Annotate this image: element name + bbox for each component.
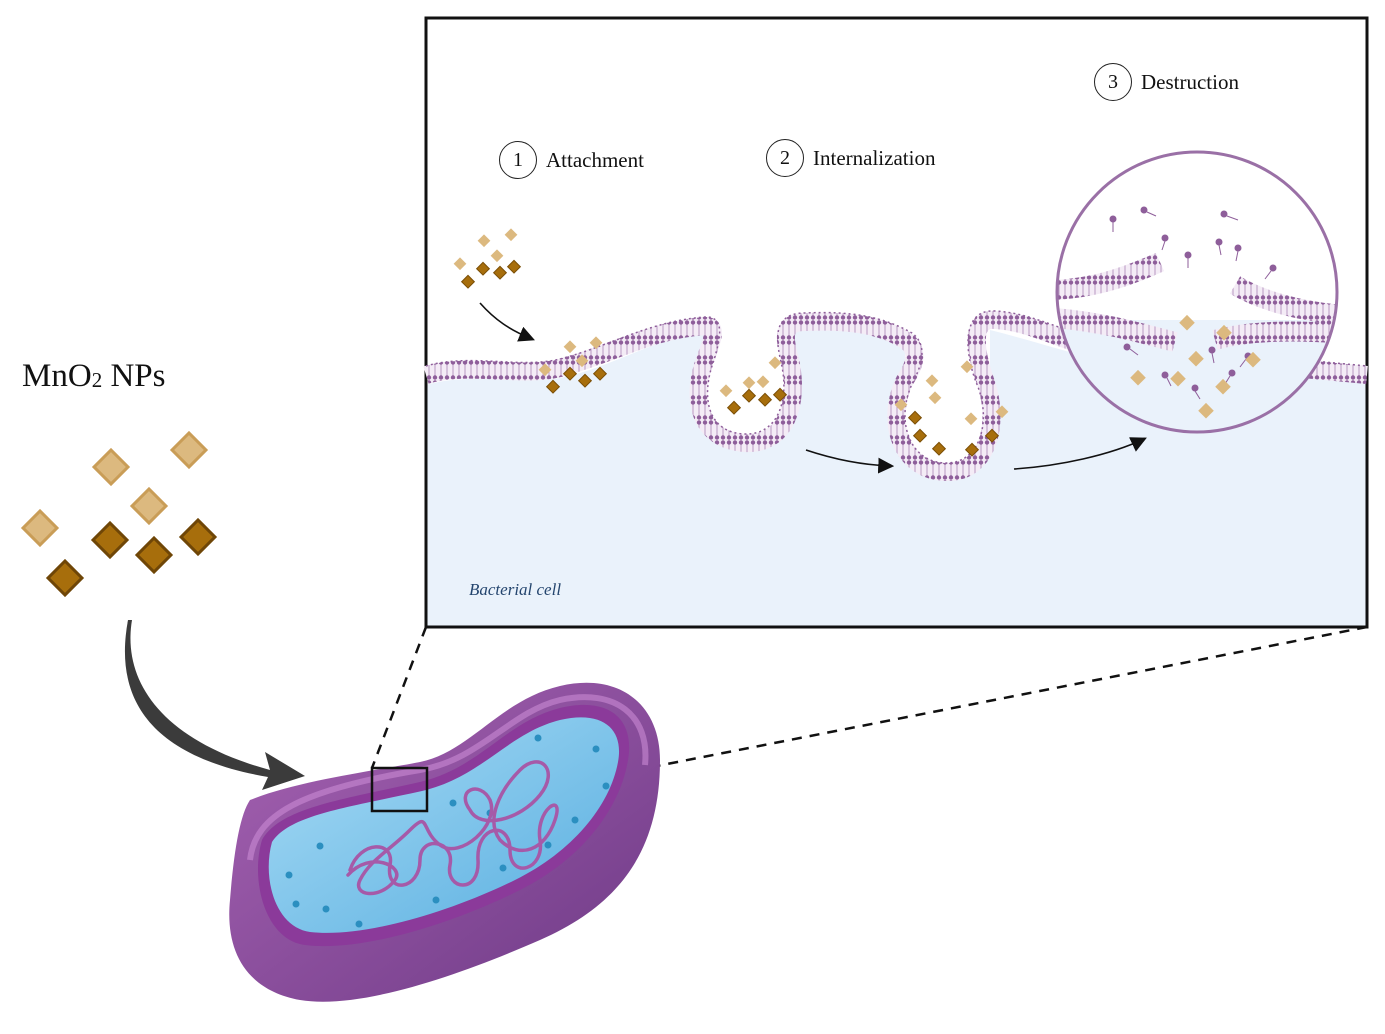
np — [984, 428, 1000, 443]
arrow-to-bacterium — [124, 620, 305, 790]
arrow-attachment — [479, 302, 535, 342]
np — [1179, 314, 1195, 331]
np — [492, 265, 508, 280]
bacterium-illustration — [229, 682, 660, 1002]
lipid-2 — [1140, 206, 1157, 217]
np — [1245, 351, 1261, 368]
np-dark — [134, 535, 174, 575]
np — [545, 379, 561, 394]
lipid-5 — [1215, 238, 1223, 256]
np — [931, 441, 947, 456]
step-label-internalization: Internalization — [813, 145, 936, 170]
process-arrows — [479, 302, 1147, 474]
np-light — [169, 430, 209, 470]
np-title-subscript: 2 — [91, 368, 103, 392]
lipid-14 — [1224, 369, 1236, 385]
lipid-3 — [1161, 234, 1169, 251]
zoom-box — [370, 766, 429, 813]
np — [453, 257, 467, 271]
bacterial-cell-label: Bacterial cell — [469, 580, 562, 599]
lipid-1 — [1109, 215, 1117, 232]
step-label-destruction: Destruction — [1141, 69, 1239, 94]
lipid-13 — [1191, 384, 1201, 400]
np — [1215, 378, 1231, 395]
lipid-6 — [1234, 244, 1242, 262]
np-title-rest: NPs — [102, 358, 166, 394]
np-dark — [90, 520, 130, 560]
step-number-2: 2 — [766, 139, 804, 177]
np — [1216, 324, 1232, 341]
step-number-3: 3 — [1094, 63, 1132, 101]
np — [964, 442, 980, 457]
np — [907, 410, 923, 425]
np-light — [20, 508, 60, 548]
lipid-10 — [1161, 371, 1172, 387]
step-internalization: 2 Internalization — [766, 139, 935, 177]
lipid-7 — [1184, 251, 1192, 268]
np — [741, 388, 757, 403]
np — [1170, 370, 1186, 387]
step-attachment: 1 Attachment — [499, 141, 644, 179]
np — [506, 259, 522, 274]
np — [490, 249, 504, 263]
np — [577, 373, 593, 388]
np-light — [91, 447, 131, 487]
np-dark — [178, 517, 218, 557]
np — [475, 261, 491, 276]
step-destruction: 3 Destruction — [1094, 63, 1239, 101]
lipid-9 — [1123, 343, 1139, 356]
bacterial-dna — [346, 760, 559, 896]
np — [477, 234, 491, 248]
arrow-destruction — [1013, 437, 1147, 470]
np — [562, 366, 578, 381]
np — [1198, 402, 1214, 419]
mno2-nanoparticle-cluster — [20, 430, 218, 598]
np — [460, 274, 476, 289]
step-label-attachment: Attachment — [546, 147, 644, 172]
np — [912, 428, 928, 443]
np — [772, 387, 788, 402]
np-title-main: MnO — [22, 358, 92, 394]
np — [726, 400, 742, 415]
np — [757, 392, 773, 407]
np — [1188, 350, 1204, 367]
np — [1130, 369, 1146, 386]
free-lipids — [1109, 206, 1277, 400]
bacterium-cytoplasm — [268, 717, 620, 933]
step-number-1: 1 — [499, 141, 537, 179]
lipid-12 — [1208, 346, 1216, 364]
np-dark — [45, 558, 85, 598]
lipid-4 — [1220, 210, 1239, 221]
arrow-internalization — [805, 449, 895, 474]
np — [592, 366, 608, 381]
cell-membrane — [423, 310, 1368, 481]
np-light — [129, 486, 169, 526]
bacterium-wall-highlight — [247, 694, 649, 861]
lipid-8 — [1264, 264, 1277, 280]
nanoparticle-title: MnO2 NPs — [22, 358, 165, 395]
